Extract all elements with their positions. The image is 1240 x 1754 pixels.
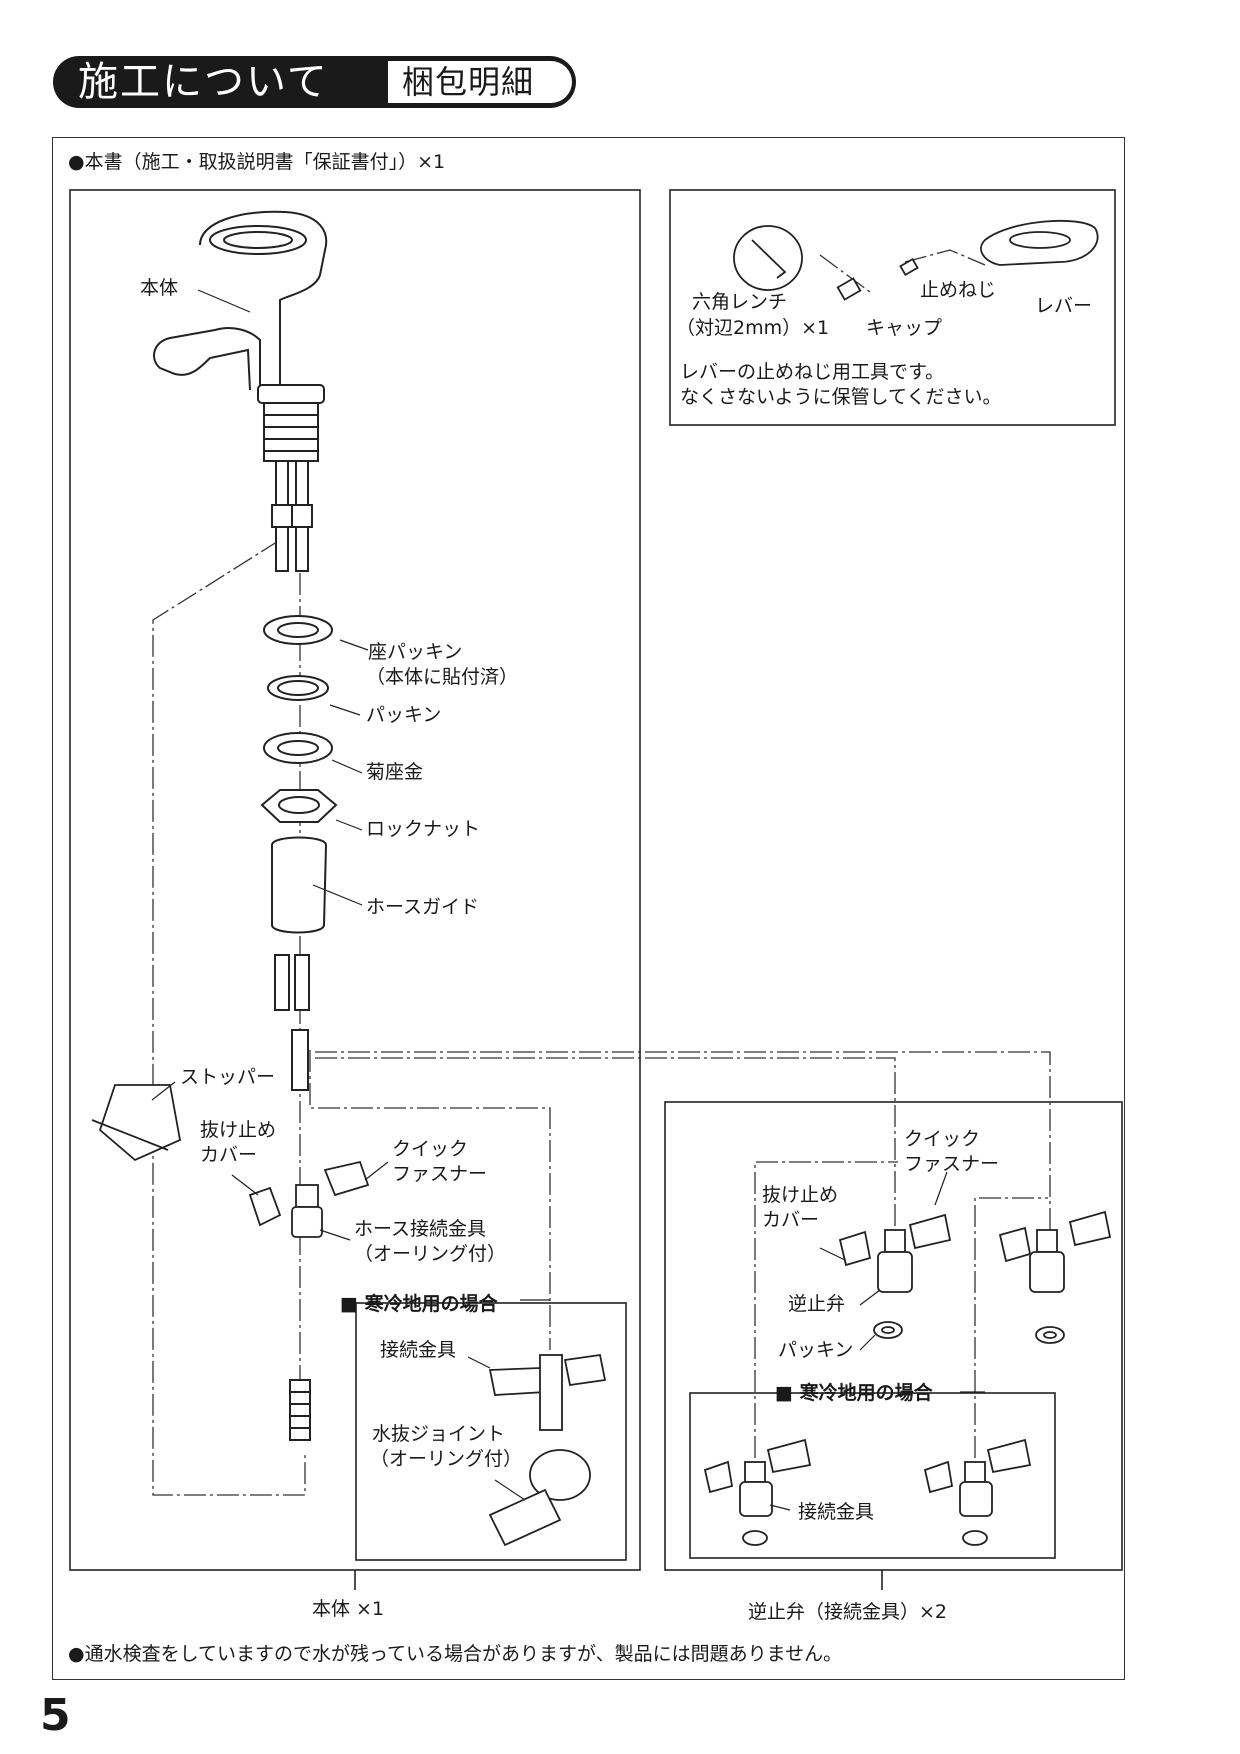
label-valve-slip-cover-1: 抜け止め [762, 1184, 839, 1206]
caption-body: 本体 ×1 [312, 1598, 385, 1620]
label-hose-fitting: ホース接続金具 [354, 1218, 487, 1240]
label-chrysanthemum-washer: 菊座金 [366, 761, 424, 783]
label-body: 本体 [140, 277, 179, 299]
label-hex-wrench: 六角レンチ [692, 291, 788, 313]
label-valve-packing: パッキン [778, 1339, 854, 1361]
package-contents-frame [52, 137, 1125, 1680]
label-connector-right: 接続金具 [798, 1501, 875, 1523]
label-stopper: ストッパー [180, 1066, 276, 1088]
tool-note-line1: レバーの止めねじ用工具です。 [680, 361, 945, 383]
label-set-screw: 止めねじ [920, 279, 997, 301]
label-quick-fastener-1: クイック [392, 1138, 469, 1160]
label-hex-wrench-size: （対辺2mm）×1 [676, 317, 830, 339]
label-connector-left: 接続金具 [380, 1339, 457, 1361]
section-title: 施工について [78, 59, 329, 105]
label-valve-slip-cover-2: カバー [762, 1209, 820, 1231]
label-slip-cover-2: カバー [200, 1144, 258, 1166]
label-seat-packing-note: （本体に貼付済） [366, 666, 519, 688]
section-subtitle: 梱包明細 [402, 63, 535, 101]
cold-region-box-right [689, 1392, 1056, 1559]
label-quick-fastener-2: ファスナー [392, 1163, 488, 1185]
check-valve-box [664, 1101, 1123, 1571]
label-drain-joint: 水抜ジョイント [372, 1423, 506, 1445]
page-number: 5 [40, 1690, 71, 1741]
label-check-valve: 逆止弁 [788, 1293, 846, 1315]
cold-region-box-left [355, 1302, 627, 1561]
label-cold-region-right: ■ 寒冷地用の場合 [775, 1382, 933, 1404]
water-note: ●通水検査をしていますので水が残っている場合がありますが、製品には問題ありません… [68, 1643, 843, 1665]
label-lock-nut: ロックナット [366, 818, 481, 840]
label-valve-quick-fastener-2: ファスナー [904, 1153, 1000, 1175]
label-lever: レバー [1035, 295, 1093, 317]
tool-note-line2: なくさないように保管してください。 [680, 386, 1002, 408]
label-cold-region-left: ■ 寒冷地用の場合 [340, 1293, 498, 1315]
tool-box [669, 189, 1116, 426]
label-packing: パッキン [366, 704, 442, 726]
label-cap: キャップ [866, 317, 943, 339]
caption-check-valve: 逆止弁（接続金具）×2 [748, 1601, 948, 1623]
label-hose-guide: ホースガイド [366, 896, 480, 918]
label-drain-joint-note: （オーリング付） [370, 1448, 523, 1470]
label-seat-packing: 座パッキン [368, 641, 463, 663]
label-valve-quick-fastener-1: クイック [904, 1128, 981, 1150]
label-slip-cover-1: 抜け止め [200, 1119, 277, 1141]
section-subtitle-box [388, 61, 572, 103]
label-hose-fitting-note: （オーリング付） [354, 1243, 507, 1265]
manual-note: ●本書（施工・取扱説明書「保証書付」）×1 [68, 151, 446, 173]
